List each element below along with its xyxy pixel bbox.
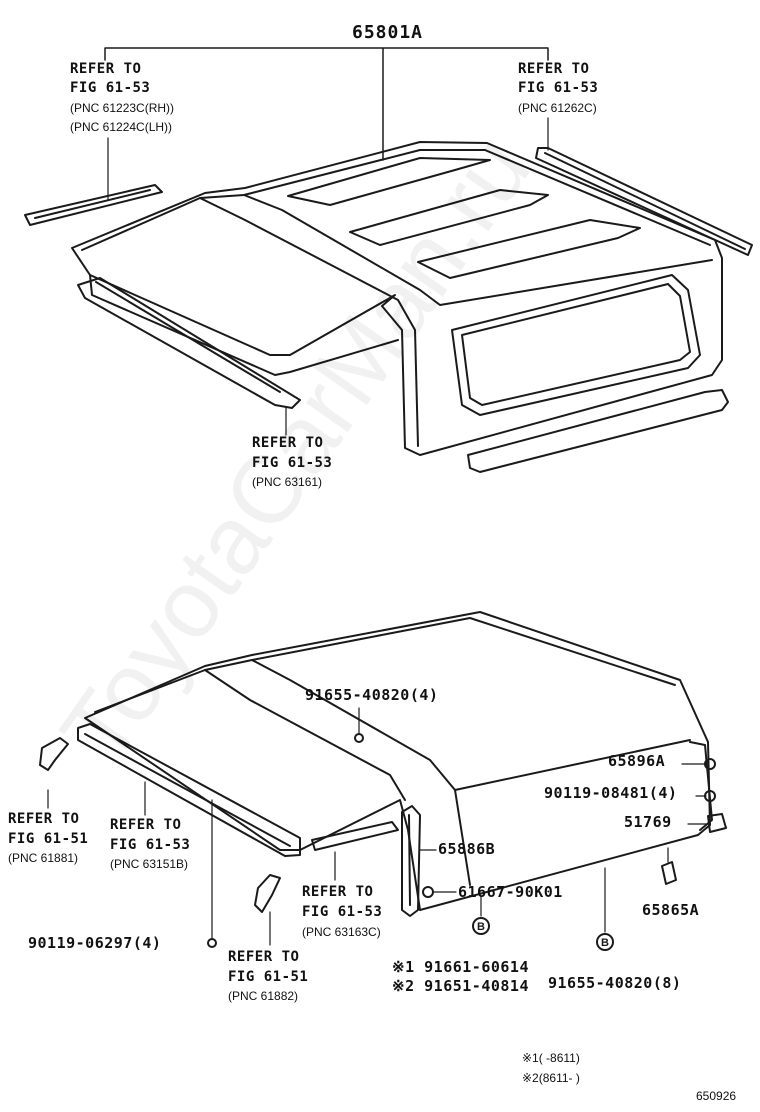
ref-bot-c-l1: REFER TO	[302, 884, 374, 900]
ref-bot-d-l1: REFER TO	[228, 949, 300, 965]
figure-code: 650926	[696, 1089, 737, 1103]
part-91651-40814: ※2 91651-40814	[392, 977, 529, 995]
lower-molding	[311, 821, 399, 851]
bolt-90119-06297	[207, 938, 217, 948]
latch-51769	[707, 813, 727, 833]
bumper-65865A	[661, 861, 677, 885]
badge-b-label-1: B	[477, 921, 485, 933]
part-65896A: 65896A	[608, 752, 666, 770]
lower-weatherstrip	[77, 723, 301, 857]
part-90119-08481: 90119-08481(4)	[544, 784, 678, 802]
badge-b-2	[596, 933, 614, 951]
ref-bot-d-pnc: (PNC 61882)	[228, 989, 299, 1003]
clip-61882	[254, 874, 281, 913]
ref-bot-c-pnc: (PNC 63163C)	[302, 925, 381, 939]
bolt-91655-top	[354, 733, 364, 743]
part-91655-40820-4: 91655-40820(4)	[305, 686, 439, 704]
bottom-hardtop-assembly	[39, 611, 727, 951]
top-hardtop-assembly	[24, 47, 753, 473]
note-2: ※2(8611- )	[522, 1071, 580, 1085]
roof-rib	[417, 219, 641, 279]
ref-top-right-l1: REFER TO	[518, 61, 590, 77]
badge-b-label-2: B	[601, 937, 609, 949]
ref-bot-b-l2: FIG 61-53	[110, 837, 191, 853]
ref-top-left-pnc1: (PNC 61223C(RH))	[70, 101, 175, 115]
ref-bot-b-pnc: (PNC 63151B)	[110, 857, 189, 871]
part-90119-06297: 90119-06297(4)	[28, 934, 162, 952]
part-65865A: 65865A	[642, 901, 700, 919]
side-weatherstrip	[77, 277, 301, 409]
part-65886B: 65886B	[438, 840, 496, 858]
roof-shell-outline	[84, 611, 711, 911]
clip-61881	[39, 737, 69, 771]
ref-top-bottom-l2: FIG 61-53	[252, 455, 333, 471]
roof-rib	[287, 157, 491, 206]
ref-bot-a-pnc: (PNC 61881)	[8, 851, 79, 865]
ref-top-left-l1: REFER TO	[70, 61, 142, 77]
ref-top-right-l2: FIG 61-53	[518, 80, 599, 96]
rear-weatherstrip	[467, 389, 729, 473]
badge-b-1	[472, 917, 490, 935]
vertical-post	[401, 805, 421, 917]
right-molding	[535, 147, 753, 256]
main-part-number: 65801A	[352, 22, 424, 43]
ref-top-left-pnc2: (PNC 61224C(LH))	[70, 120, 173, 134]
part-91655-40820-8: 91655-40820(8)	[548, 974, 682, 992]
ref-top-right-pnc1: (PNC 61262C)	[518, 101, 597, 115]
ref-top-bottom-pnc1: (PNC 63161)	[252, 475, 323, 489]
ref-bot-b-l1: REFER TO	[110, 817, 182, 833]
note-1: ※1( -8611)	[522, 1051, 580, 1065]
ref-bot-a-l2: FIG 61-51	[8, 831, 89, 847]
roof-rib	[349, 189, 549, 246]
rear-window	[451, 274, 701, 416]
ref-bot-a-l1: REFER TO	[8, 811, 80, 827]
main-part-bracket	[104, 47, 549, 161]
roof-panel	[71, 141, 723, 456]
part-91661-60614: ※1 91661-60614	[392, 958, 529, 976]
ref-top-left-l2: FIG 61-53	[70, 80, 151, 96]
ref-bot-c-l2: FIG 61-53	[302, 904, 383, 920]
ref-top-bottom-l1: REFER TO	[252, 435, 324, 451]
ref-bot-d-l2: FIG 61-51	[228, 969, 309, 985]
left-molding	[24, 184, 163, 226]
part-61667-90K01: 61667-90K01	[458, 883, 563, 901]
grommet-61667	[422, 886, 434, 898]
part-51769: 51769	[624, 813, 672, 831]
